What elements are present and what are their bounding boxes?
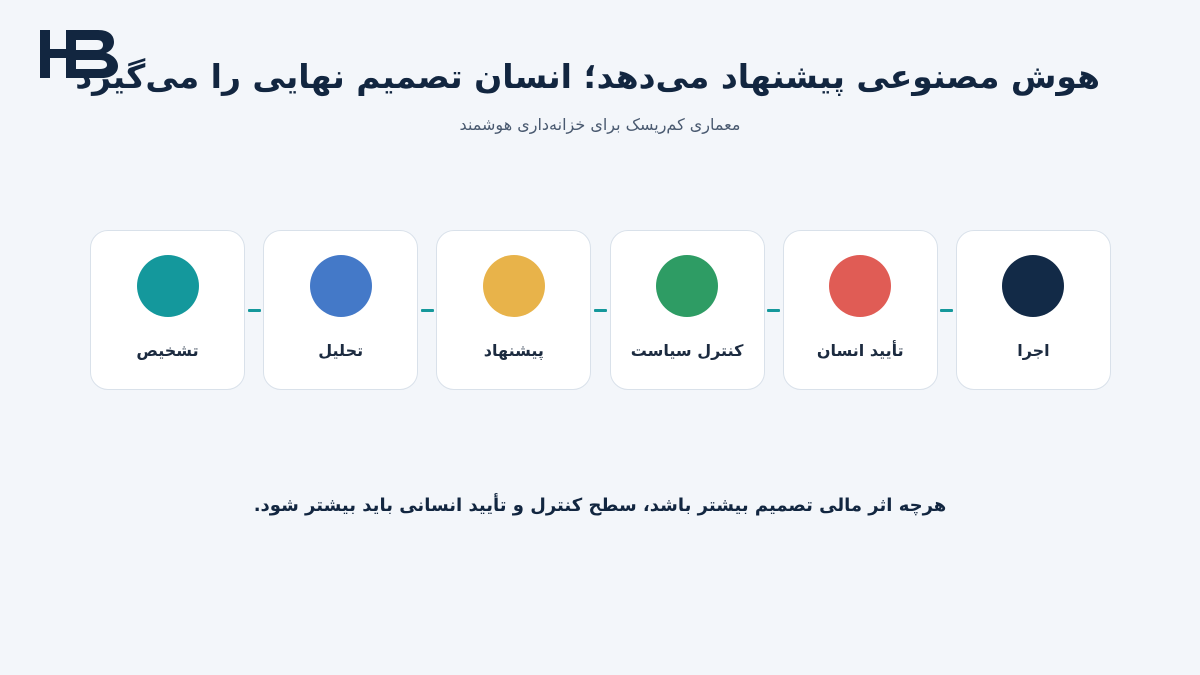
step-label: تحلیل [318,341,364,360]
step-card-policy-control: کنترل سیاست [609,230,765,390]
step-dot [1002,255,1065,317]
step-card-analysis: تحلیل [263,230,419,390]
flow-connector [767,308,781,312]
footer-note: هرچه اثر مالی تصمیم بیشتر باشد، سطح کنتر… [253,495,947,516]
step-label: اجرا [1017,341,1050,360]
flow-connector [593,308,607,312]
step-label: پیشنهاد [483,341,544,360]
step-card-detection: تشخیص [90,230,245,390]
hb-logo-icon [40,30,118,78]
step-card-execute: اجرا [955,230,1111,390]
step-dot [656,255,719,317]
step-label: تشخیص [136,341,199,360]
step-dot [309,255,372,317]
flow-connector [420,308,434,312]
step-card-human-approval: تأیید انسان [782,230,938,390]
flow-connector [247,308,261,312]
page-title: هوش مصنوعی پیشنهاد می‌دهد؛ انسان تصمیم ن… [75,57,1100,96]
step-card-recommendation: پیشنهاد [436,230,592,390]
flow-connector [940,308,954,312]
step-label: کنترل سیاست [630,341,744,360]
step-dot [482,255,545,317]
page-subtitle: معماری کم‌ریسک برای خزانه‌داری هوشمند [459,115,741,134]
step-dot [136,255,199,317]
process-flow: اجرا تأیید انسان کنترل سیاست پیشنهاد تحل… [90,230,1111,390]
step-dot [829,255,892,317]
step-label: تأیید انسان [816,341,904,360]
